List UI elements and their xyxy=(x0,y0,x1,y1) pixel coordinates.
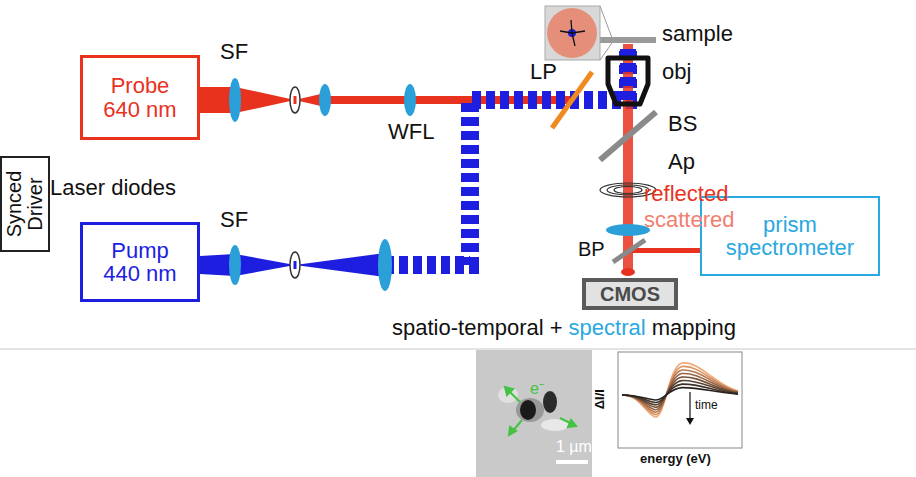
lens xyxy=(229,245,241,285)
separator-line xyxy=(0,349,916,350)
time-arrow-head xyxy=(686,418,694,425)
group-label: Laser diodes xyxy=(50,176,176,200)
pump-beam xyxy=(200,254,295,276)
band-pass-filter xyxy=(613,240,645,262)
laser-box: Probe 640 nm xyxy=(80,55,200,140)
part-label: LP xyxy=(530,60,557,84)
lens xyxy=(229,78,241,122)
caption-text: mapping xyxy=(652,316,736,340)
laser-box: Pump 440 nm xyxy=(80,222,200,302)
beam-label: scattered xyxy=(644,208,735,232)
pinhole xyxy=(290,87,300,113)
tube-lens xyxy=(606,224,650,236)
detector-spot xyxy=(621,268,635,276)
caption-text: spatio-temporal + xyxy=(392,316,563,340)
scale-label: 1 µm xyxy=(556,438,592,456)
axis-label: ΔI/I xyxy=(593,389,607,409)
long-pass-mirror xyxy=(552,72,592,128)
beam-label: reflected xyxy=(644,182,728,206)
micrograph-spot xyxy=(520,400,536,420)
node-text: Synced Driver xyxy=(4,171,46,238)
wide-field-lens xyxy=(404,84,416,116)
inset-leader xyxy=(600,6,612,38)
node-text: prism spectrometer xyxy=(725,213,855,259)
pinhole-aperture xyxy=(294,261,297,269)
pump-beam xyxy=(385,48,628,265)
lens xyxy=(319,84,331,116)
micrograph xyxy=(476,350,592,477)
micrograph-bright xyxy=(498,387,518,403)
node-text: Probe 640 nm xyxy=(98,74,182,120)
probe-beam xyxy=(200,87,295,113)
objective xyxy=(608,58,648,104)
inset-leader xyxy=(600,43,612,60)
probe-spot xyxy=(547,8,597,58)
diffusion-arrows xyxy=(560,20,585,46)
pinhole-aperture xyxy=(294,96,297,104)
plot-frame xyxy=(618,352,742,448)
aperture xyxy=(614,187,642,194)
beam-splitter xyxy=(600,112,656,160)
part-label: SF xyxy=(220,40,248,64)
spectrum-curve xyxy=(622,384,738,402)
spectrum-curve xyxy=(622,381,738,405)
camera-box: CMOS xyxy=(582,278,678,310)
transient-spectra xyxy=(622,363,738,417)
node-text: Pump 440 nm xyxy=(98,239,182,285)
pump-beam xyxy=(295,253,385,277)
spectrum-curve xyxy=(622,370,738,412)
inset-frame xyxy=(545,6,600,60)
spectrum-curve xyxy=(622,366,738,414)
part-label: sample xyxy=(662,22,733,46)
arrow-label: time xyxy=(695,399,718,412)
node-text: CMOS xyxy=(600,284,660,305)
driver-box: Synced Driver xyxy=(0,156,50,252)
time-arrow xyxy=(689,392,690,420)
part-label: BP xyxy=(578,238,605,260)
spectrum-curve xyxy=(622,363,738,417)
spectrum-curve xyxy=(622,373,738,409)
scale-bar xyxy=(556,460,588,464)
caption-text: spectral xyxy=(569,316,646,340)
sample-slide xyxy=(600,37,656,43)
spectrum-curve xyxy=(622,377,738,407)
spectrometer-beam xyxy=(628,248,700,253)
micrograph-spot xyxy=(543,391,557,413)
pinhole xyxy=(290,252,300,278)
aperture xyxy=(607,185,649,195)
spectrum-curve xyxy=(622,388,738,400)
lens xyxy=(378,239,392,291)
part-label: BS xyxy=(668,112,697,136)
part-label: SF xyxy=(220,208,248,232)
carrier-label: e⁻ xyxy=(530,380,544,398)
part-label: WFL xyxy=(388,120,434,144)
caption-row: spatio-temporal +spectralmapping xyxy=(392,316,736,340)
part-label: obj xyxy=(662,60,691,84)
part-label: Ap xyxy=(668,150,695,174)
probe-beam xyxy=(623,44,633,272)
axis-label: energy (eV) xyxy=(640,452,711,466)
